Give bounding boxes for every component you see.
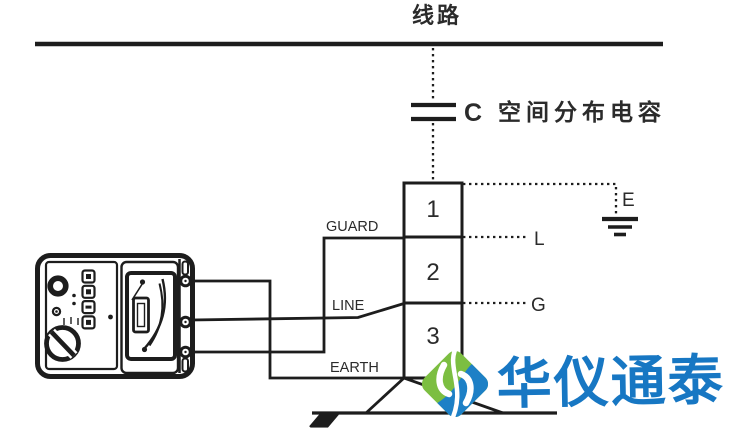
section-3-number: 3 — [426, 323, 439, 350]
test-leads: GUARD LINE EARTH — [190, 219, 405, 380]
terminal-l-branch: L — [463, 229, 545, 250]
selector-ticks — [63, 317, 79, 325]
watermark: 华仪通泰 — [421, 342, 725, 426]
cable-junction-box: 1 2 3 — [402, 181, 464, 380]
panel-led-1 — [72, 293, 76, 298]
distributed-capacitance: C 空间分布电容 — [411, 48, 666, 182]
power-indicator-dot — [55, 310, 58, 313]
button-4-icon — [81, 315, 96, 330]
terminal-e-label: E — [622, 190, 635, 211]
terminal-post-top — [179, 274, 192, 288]
button-3-icon — [81, 300, 96, 315]
logo-split-gap — [447, 342, 460, 426]
terminal-post-middle — [179, 315, 192, 329]
earth-lead-wire — [191, 279, 404, 380]
terminal-g-branch: G — [463, 295, 546, 316]
meter-window — [125, 271, 177, 361]
power-line-label: 线路 — [412, 3, 462, 28]
analog-meter — [108, 260, 180, 375]
button-4-glyph — [86, 319, 91, 325]
section-1-number: 1 — [426, 196, 439, 223]
junction-box-outline — [402, 181, 464, 380]
button-3-glyph — [85, 305, 92, 309]
guard-lead-wire — [191, 236, 404, 354]
capacitor-description: 空间分布电容 — [498, 99, 666, 125]
strap-slot-bottom — [181, 357, 189, 373]
line-lead-label: LINE — [332, 298, 365, 314]
meter-pivot-frame — [132, 296, 150, 334]
function-buttons — [81, 269, 96, 330]
ground-leg-left — [365, 376, 405, 415]
terminal-post-middle-dot — [184, 320, 187, 324]
button-1-icon — [81, 269, 96, 284]
rotary-switch-icon — [44, 325, 81, 362]
earth-ground — [309, 376, 557, 428]
capacitor-symbol: C — [464, 99, 482, 127]
meter-arc-dot-top — [139, 279, 146, 285]
button-2-icon — [81, 284, 96, 299]
terminal-e-branch: E — [463, 182, 638, 237]
terminal-post-bottom-dot — [184, 350, 187, 354]
huayi-logo-icon — [421, 342, 489, 426]
section-2-number: 2 — [426, 259, 439, 286]
line-lead-wire — [190, 302, 405, 322]
earth-lead-label: EARTH — [330, 360, 379, 376]
meter-arc-dot-bottom — [141, 346, 148, 353]
terminal-strip — [178, 259, 192, 373]
terminal-post-bottom — [179, 345, 192, 359]
ground-hatching — [309, 413, 339, 428]
meter-pivot-slot — [136, 302, 146, 328]
meter-scale-arc-inner — [148, 283, 164, 347]
terminal-g-label: G — [531, 295, 546, 316]
power-indicator-icon — [51, 306, 62, 317]
terminal-l-label: L — [534, 229, 545, 250]
panel-led-2 — [72, 301, 76, 306]
bezel-screw-dot — [108, 314, 113, 320]
watermark-brand-text: 华仪通泰 — [496, 348, 725, 416]
insulation-tester — [35, 253, 195, 379]
button-2-glyph — [86, 289, 91, 295]
power-line: 线路 — [35, 3, 663, 47]
earth-symbol-icon — [602, 216, 638, 237]
meter-needle — [131, 283, 144, 301]
logo-h-left-stroke — [436, 361, 453, 398]
logo-h-right-stroke — [457, 370, 474, 407]
terminal-post-top-dot — [184, 279, 187, 283]
range-knob-icon — [47, 275, 69, 297]
button-1-glyph — [86, 274, 91, 279]
guard-lead-label: GUARD — [326, 219, 378, 235]
strap-slot-top — [181, 260, 189, 276]
